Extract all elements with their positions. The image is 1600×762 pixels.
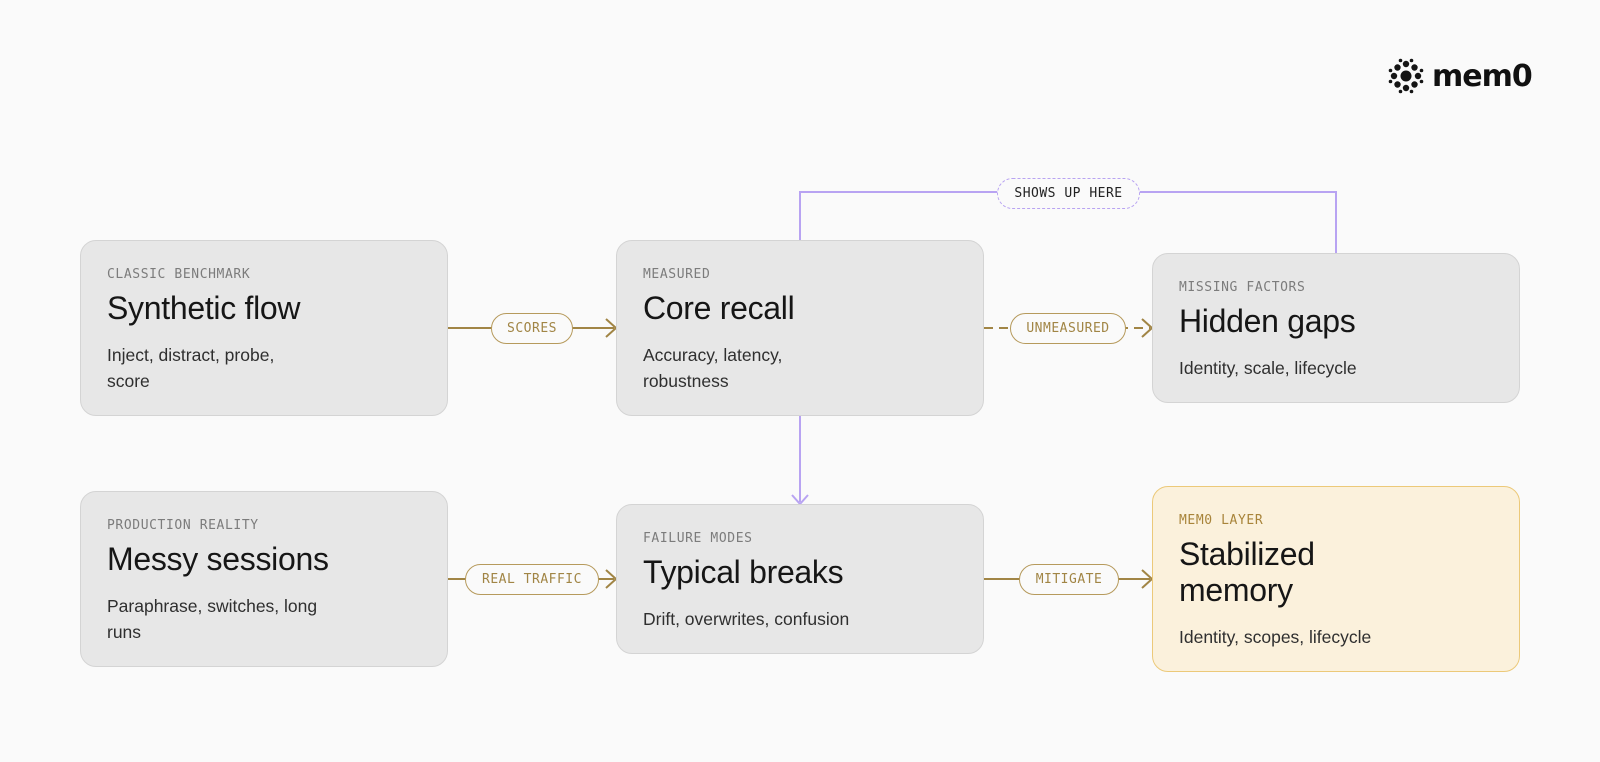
card-synthetic-flow: CLASSIC BENCHMARK Synthetic flow Inject,… bbox=[80, 240, 448, 416]
card-typical-breaks: FAILURE MODES Typical breaks Drift, over… bbox=[616, 504, 984, 654]
card-description: Drift, overwrites, confusion bbox=[643, 609, 850, 629]
card-hidden-gaps: MISSING FACTORS Hidden gaps Identity, sc… bbox=[1152, 253, 1520, 403]
edge-label-mitigate: MITIGATE bbox=[1019, 564, 1119, 595]
card-description: Paraphrase, switches, long runs bbox=[107, 596, 318, 642]
edge-label-shows-up-here: SHOWS UP HERE bbox=[997, 178, 1140, 209]
card-description: Identity, scopes, lifecycle bbox=[1179, 627, 1372, 647]
card-core-recall: MEASURED Core recall Accuracy, latency, … bbox=[616, 240, 984, 416]
card-title: Core recall bbox=[643, 290, 795, 326]
card-eyebrow: MEASURED bbox=[643, 267, 711, 282]
card-title: Stabilized memory bbox=[1179, 536, 1315, 608]
card-title: Messy sessions bbox=[107, 541, 329, 577]
card-eyebrow: MISSING FACTORS bbox=[1179, 280, 1306, 295]
card-description: Identity, scale, lifecycle bbox=[1179, 358, 1357, 378]
card-messy-sessions: PRODUCTION REALITY Messy sessions Paraph… bbox=[80, 491, 448, 667]
mem0-logo-icon bbox=[1388, 58, 1424, 94]
edge-label-real-traffic: REAL TRAFFIC bbox=[465, 564, 599, 595]
card-eyebrow: PRODUCTION REALITY bbox=[107, 518, 259, 533]
edge-label-scores: SCORES bbox=[491, 313, 573, 344]
card-title: Hidden gaps bbox=[1179, 303, 1356, 339]
card-title: Typical breaks bbox=[643, 554, 844, 590]
edge-label-unmeasured: UNMEASURED bbox=[1010, 313, 1126, 344]
card-description: Inject, distract, probe, score bbox=[107, 345, 275, 391]
card-eyebrow: FAILURE MODES bbox=[643, 531, 753, 546]
card-eyebrow: CLASSIC BENCHMARK bbox=[107, 267, 251, 282]
card-title: Synthetic flow bbox=[107, 290, 301, 326]
card-eyebrow: MEM0 LAYER bbox=[1179, 513, 1264, 528]
card-mem0-layer: MEM0 LAYER Stabilized memory Identity, s… bbox=[1152, 486, 1520, 672]
mem0-logo: mem0 bbox=[1388, 58, 1533, 94]
card-description: Accuracy, latency, robustness bbox=[643, 345, 783, 391]
mem0-logo-text: mem0 bbox=[1432, 58, 1533, 94]
arrowhead-core-to-hidden bbox=[1141, 318, 1154, 338]
